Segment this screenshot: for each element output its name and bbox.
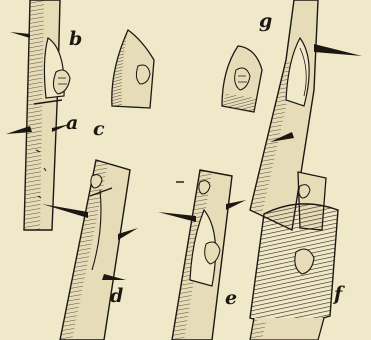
figure-label-b: b xyxy=(69,30,82,49)
figure-a-b-stem xyxy=(6,0,70,230)
figure-g-shield xyxy=(222,46,262,112)
figure-label-c: c xyxy=(93,120,105,139)
figure-label-g: g xyxy=(259,12,272,31)
figure-d-stem xyxy=(42,160,138,340)
figure-label-e: e xyxy=(225,289,237,308)
figure-c-shield xyxy=(112,30,154,108)
figure-label-a: a xyxy=(66,114,78,133)
figure-label-f: f xyxy=(334,285,342,304)
figure-e-stem xyxy=(158,170,246,340)
figure-label-d: d xyxy=(110,287,123,306)
